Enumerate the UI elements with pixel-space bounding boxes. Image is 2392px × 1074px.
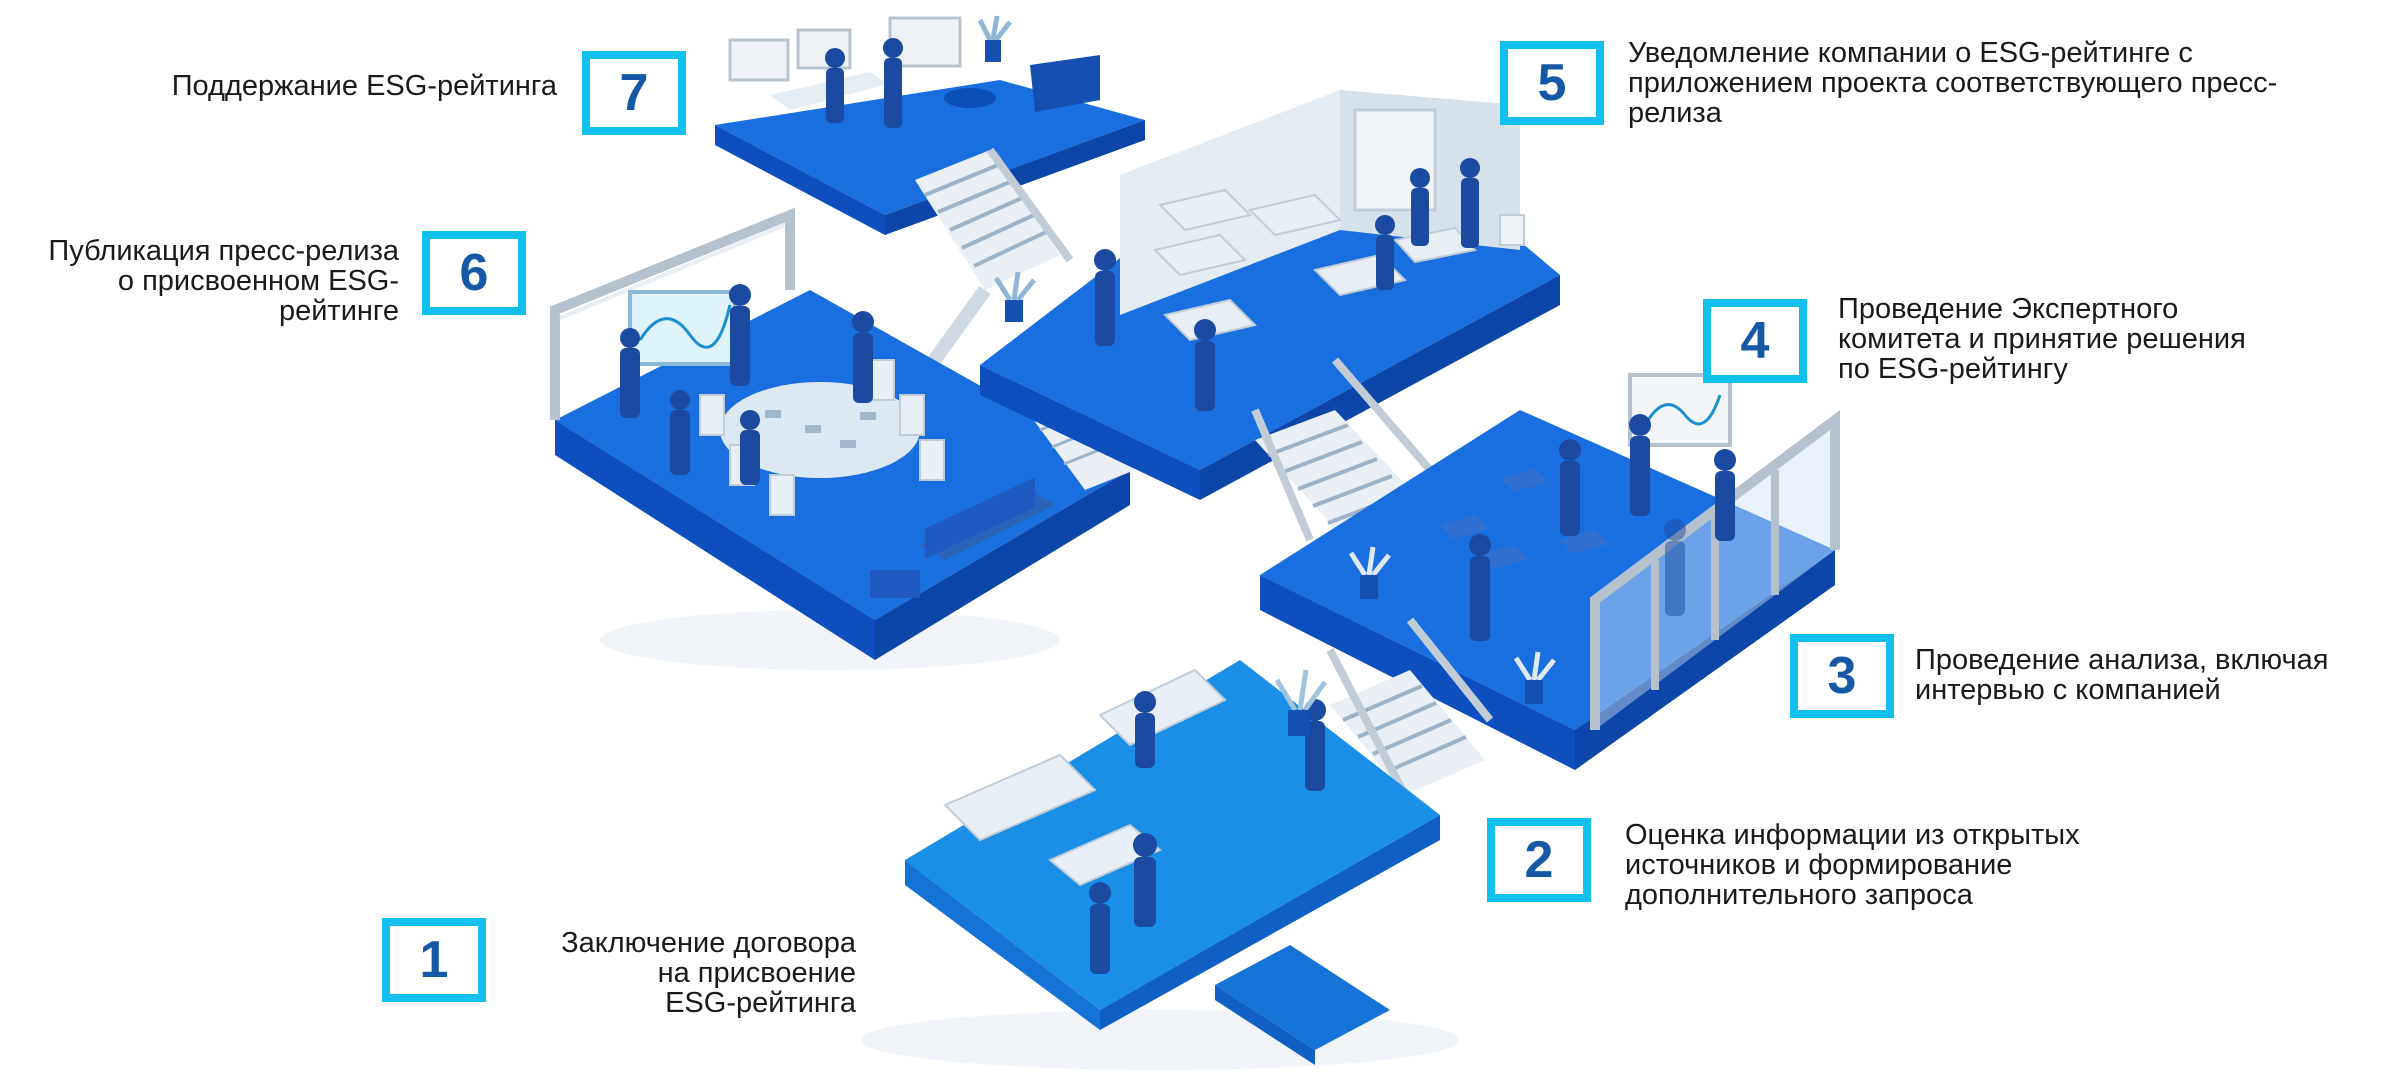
step-7-line-1: Поддержание ESG-рейтинга — [171, 70, 557, 102]
step-4-line-1: Проведение Экспертного — [1838, 293, 2179, 325]
step-6-line-3: рейтинге — [278, 295, 399, 327]
step-1-line-2: на присвоение — [657, 957, 856, 989]
step-6-line-1: Публикация пресс-релиза — [48, 235, 399, 267]
step-2-line-3: дополнительного запроса — [1625, 879, 1973, 911]
step-2-line-1: Оценка информации из открытых — [1625, 819, 2080, 851]
room-4 — [1260, 373, 1840, 770]
stairs-2-3 — [1326, 617, 1494, 807]
step-3-line-1: Проведение анализа, включая — [1915, 644, 2329, 676]
step-2-label: Оценка информации из открытых источников… — [1625, 820, 2185, 910]
step-5-label: Уведомление компании о ESG-рейтинге с пр… — [1628, 38, 2368, 128]
room-1-2 — [905, 660, 1440, 1065]
step-3-label: Проведение анализа, включая интервью с к… — [1915, 645, 2385, 705]
step-5-line-1: Уведомление компании о ESG-рейтинге с — [1628, 37, 2193, 69]
room-7 — [715, 15, 1145, 235]
step-5-line-2: приложением проекта соответствующего пре… — [1628, 67, 2278, 99]
step-6-line-2: о присвоенном ESG- — [117, 265, 399, 297]
step-2-number-box: 2 — [1487, 818, 1591, 902]
step-3-line-2: интервью с компанией — [1915, 674, 2221, 706]
step-1-line-1: Заключение договора — [561, 927, 856, 959]
step-4-line-3: по ESG-рейтингу — [1838, 353, 2068, 385]
step-1-line-3: ESG-рейтинга — [665, 987, 856, 1019]
step-7-number-box: 7 — [582, 51, 686, 135]
step-5-line-3: релиза — [1628, 97, 1722, 129]
step-6-label: Публикация пресс-релиза о присвоенном ES… — [0, 236, 399, 326]
step-3-number-box: 3 — [1790, 634, 1894, 718]
room-6 — [550, 207, 1130, 660]
step-1-label: Заключение договора на присвоение ESG-ре… — [456, 928, 856, 1018]
step-7-label: Поддержание ESG-рейтинга — [57, 71, 557, 101]
step-4-number-box: 4 — [1703, 299, 1807, 383]
step-5-number-box: 5 — [1500, 41, 1604, 125]
step-6-number-box: 6 — [422, 231, 526, 315]
step-1-number-box: 1 — [382, 918, 486, 1002]
step-2-line-2: источников и формирование — [1625, 849, 2013, 881]
step-4-line-2: комитета и принятие решения — [1838, 323, 2246, 355]
step-4-label: Проведение Экспертного комитета и принят… — [1838, 294, 2378, 384]
